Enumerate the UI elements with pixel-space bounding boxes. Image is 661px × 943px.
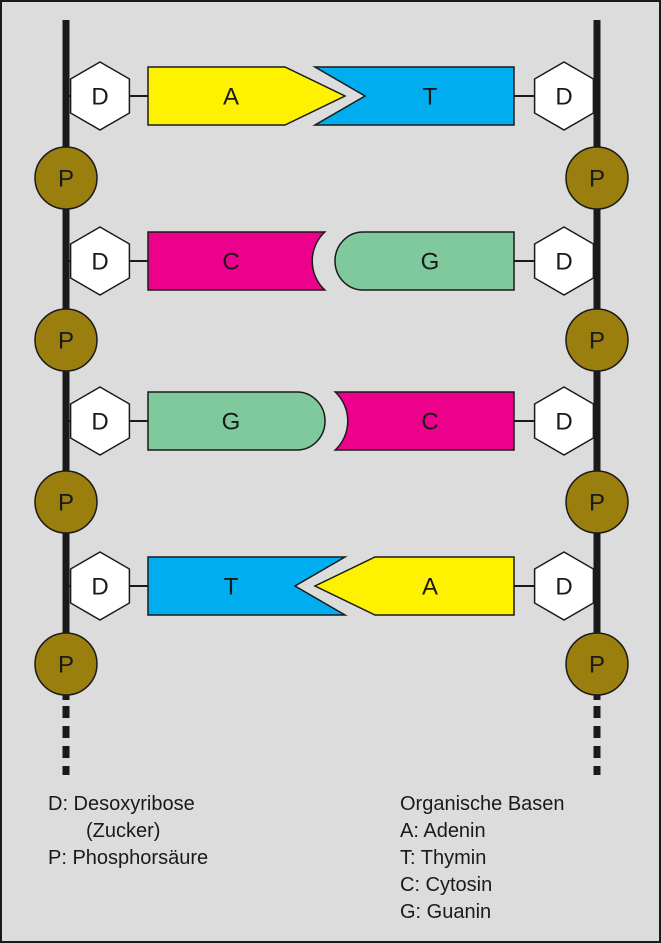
legend-sugar-phosphate: D: Desoxyribose (Zucker) P: Phosphorsäur…: [48, 791, 208, 872]
sugar-hexagon: [533, 61, 595, 131]
sugar-right-2: D: [533, 226, 595, 296]
base-left-1: A: [147, 66, 347, 126]
sugar-hexagon: [69, 551, 131, 621]
sugar-label: D: [555, 84, 572, 111]
base-left-3: G: [147, 391, 326, 451]
phosphate-circle: [34, 470, 98, 534]
phosphate-left-3: P: [34, 470, 98, 534]
sugar-label: D: [91, 574, 108, 601]
sugar-right-4: D: [533, 551, 595, 621]
base-shape-arrow: [147, 66, 347, 126]
phosphate-label: P: [589, 328, 605, 355]
base-shape-round: [147, 391, 326, 451]
base-right-2: G: [334, 231, 515, 291]
phosphate-circle: [565, 308, 629, 372]
base-label: T: [224, 574, 239, 601]
phosphate-label: P: [589, 652, 605, 679]
phosphate-label: P: [58, 166, 74, 193]
base-shape-cup: [147, 231, 327, 291]
sugar-label: D: [555, 574, 572, 601]
phosphate-circle: [565, 146, 629, 210]
phosphate-circle: [34, 146, 98, 210]
legend-bases: Organische Basen A: Adenin T: Thymin C: …: [400, 791, 565, 926]
base-shape-cup: [333, 391, 515, 451]
legend-thymine: T: Thymin: [400, 847, 487, 869]
sugar-label: D: [91, 84, 108, 111]
phosphate-label: P: [589, 166, 605, 193]
base-label: A: [223, 84, 239, 111]
sugar-hexagon: [69, 61, 131, 131]
phosphate-right-1: P: [565, 146, 629, 210]
base-label: A: [422, 574, 438, 601]
sugar-label: D: [91, 409, 108, 436]
base-label: T: [423, 84, 438, 111]
phosphate-right-2: P: [565, 308, 629, 372]
phosphate-circle: [34, 632, 98, 696]
phosphate-circle: [565, 470, 629, 534]
phosphate-label: P: [58, 652, 74, 679]
phosphate-circle: [565, 632, 629, 696]
sugar-hexagon: [69, 226, 131, 296]
sugar-left-4: D: [69, 551, 131, 621]
sugar-hexagon: [69, 386, 131, 456]
phosphate-left-4: P: [34, 632, 98, 696]
phosphate-right-3: P: [565, 470, 629, 534]
base-left-2: C: [147, 231, 327, 291]
base-label: G: [421, 249, 440, 276]
base-right-1: T: [312, 66, 515, 126]
sugar-label: D: [91, 249, 108, 276]
base-pair-rungs: D D A T D D C G D D G C D D T A: [66, 61, 597, 621]
sugar-hexagon: [533, 551, 595, 621]
legend-sugar-label: D: Desoxyribose: [48, 793, 195, 815]
sugar-left-3: D: [69, 386, 131, 456]
sugar-hexagon: [533, 226, 595, 296]
sugar-left-1: D: [69, 61, 131, 131]
phosphate-left-2: P: [34, 308, 98, 372]
sugar-right-1: D: [533, 61, 595, 131]
sugar-label: D: [555, 249, 572, 276]
phosphate-label: P: [589, 490, 605, 517]
legend-bases-title: Organische Basen: [400, 793, 565, 815]
base-right-4: A: [313, 556, 515, 616]
phosphate-left-1: P: [34, 146, 98, 210]
base-right-3: C: [333, 391, 515, 451]
sugar-right-3: D: [533, 386, 595, 456]
phosphate-groups: P P P P P P P P: [34, 146, 629, 696]
base-label: C: [421, 409, 438, 436]
base-shape-arrow: [313, 556, 515, 616]
base-shape-round: [334, 231, 515, 291]
phosphate-label: P: [58, 490, 74, 517]
sugar-left-2: D: [69, 226, 131, 296]
phosphate-right-4: P: [565, 632, 629, 696]
base-label: G: [222, 409, 241, 436]
legend-guanine: G: Guanin: [400, 901, 492, 923]
base-label: C: [222, 249, 239, 276]
legend-phosphate-label: P: Phosphorsäure: [48, 847, 209, 869]
sugar-label: D: [555, 409, 572, 436]
phosphate-circle: [34, 308, 98, 372]
base-shape-notch: [147, 556, 348, 616]
sugar-hexagon: [533, 386, 595, 456]
base-shape-notch: [312, 66, 515, 126]
base-left-4: T: [147, 556, 348, 616]
legend-sugar-note: (Zucker): [86, 820, 161, 842]
legend-adenine: A: Adenin: [400, 820, 486, 842]
phosphate-label: P: [58, 328, 74, 355]
legend-cytosine: C: Cytosin: [400, 874, 493, 896]
